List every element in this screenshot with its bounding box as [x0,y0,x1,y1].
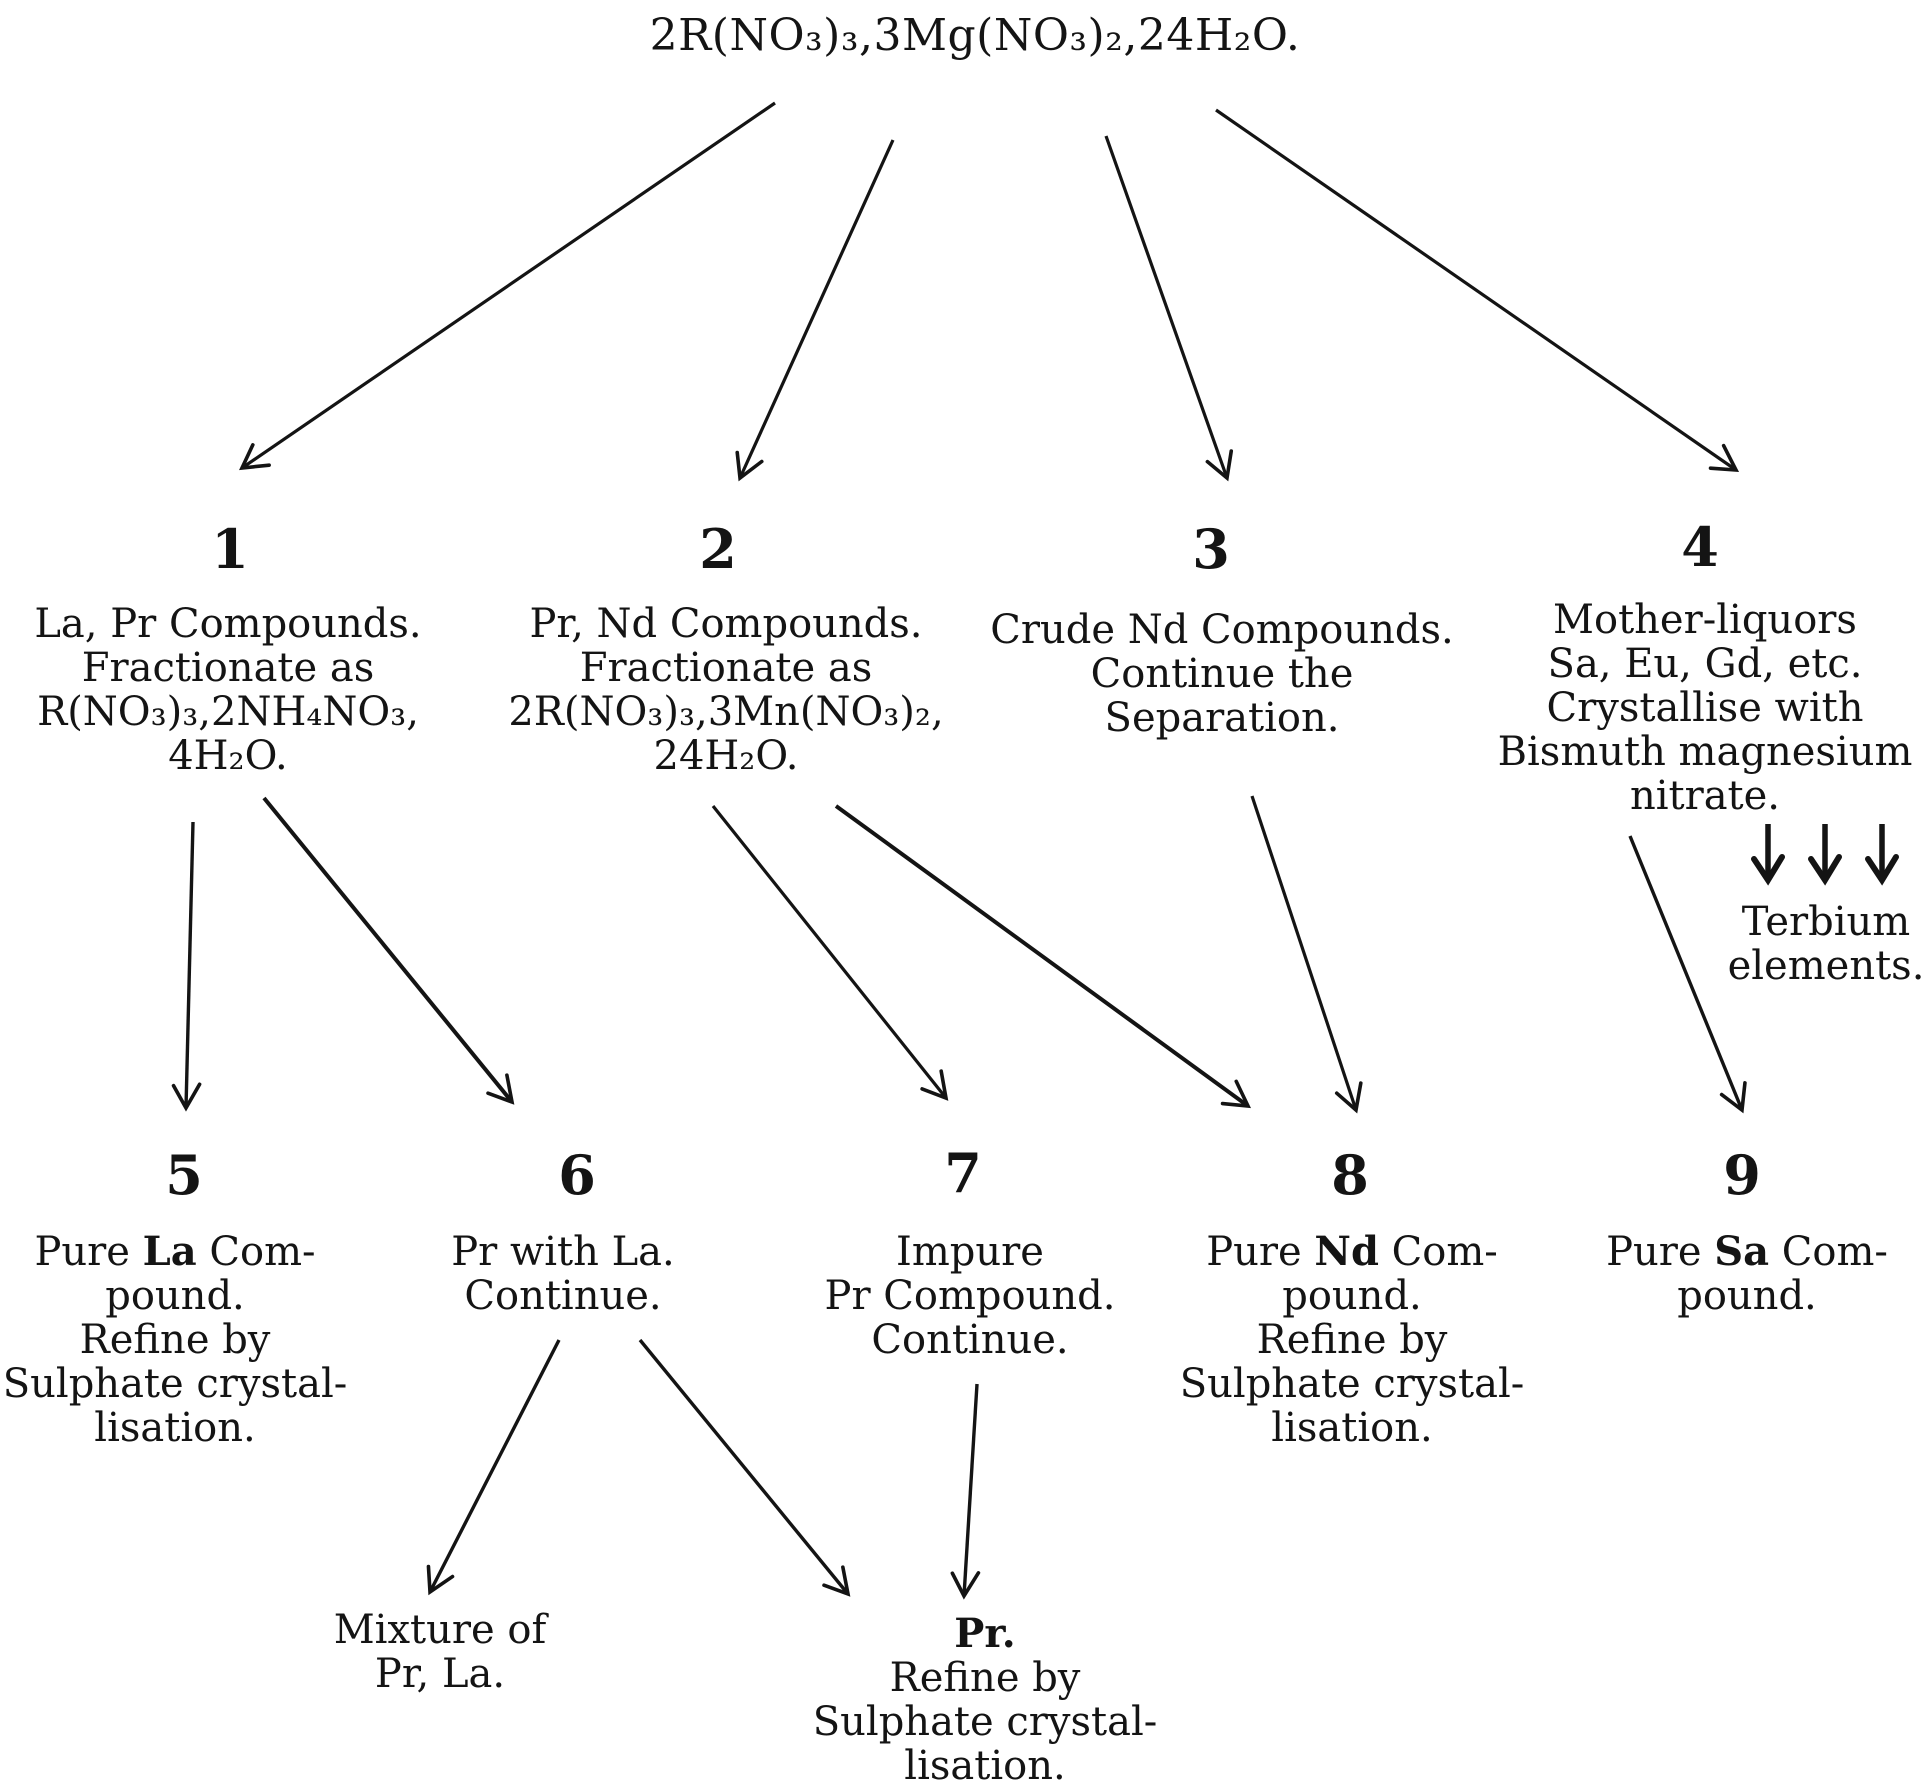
pr-result-element: Pr. [954,1610,1016,1657]
node-4-line-5: nitrate. [1629,773,1781,819]
node-9-line-1-post: Com- [1769,1229,1888,1275]
node-1-line-2: Fractionate as [81,645,375,691]
node-4-line-3: Crystallise with [1546,685,1864,731]
node-3-number: 3 [1192,517,1230,581]
arrow-7-to-pr [950,1383,981,1600]
node-1-line-4: 4H₂O. [168,733,288,779]
node-2-line-3: 2R(NO₃)₃,3Mn(NO₃)₂, [508,689,944,735]
mixture-text: Mixture of Pr, La. [334,1608,547,1696]
node-7-line-1: Impure [896,1229,1044,1275]
node-7-text: Impure Pr Compound. Continue. [825,1230,1116,1362]
terbium-line-1: Terbium [1741,899,1911,945]
node-8-line-1-pre: Pure [1206,1229,1315,1275]
node-3-line-3: Separation. [1104,695,1340,741]
node-2-line-2: Fractionate as [579,645,873,691]
node-1-text: La, Pr Compounds. Fractionate as R(NO₃)₃… [34,602,421,778]
node-1-line-3: R(NO₃)₃,2NH₄NO₃, [37,689,419,735]
arrow-6-to-mixture [426,1339,561,1596]
node-6-line-2: Continue. [464,1273,662,1319]
node-8-line-2: pound. [1282,1273,1422,1319]
node-5-line-1-post: Com- [196,1229,316,1275]
arrow-1-to-6 [262,796,515,1105]
arrow-3-to-8 [1250,795,1363,1114]
pr-result-line-4: lisation. [904,1743,1066,1789]
node-1-line-1: La, Pr Compounds. [34,601,422,647]
node-4-text: Mother-liquors Sa, Eu, Gd, etc. Crystall… [1498,598,1913,818]
node-3-line-2: Continue the [1090,651,1354,697]
arrow-4-to-9 [1628,835,1747,1114]
node-6-text: Pr with La. Continue. [451,1230,674,1318]
arrow-source-to-4 [1215,108,1740,473]
node-8-line-1: Pure Nd Com- [1180,1228,1525,1275]
node-5-line-4: Sulphate crystal- [2,1361,348,1407]
node-5-line-5: lisation. [94,1405,256,1451]
pr-result-line-3: Sulphate crystal- [812,1699,1158,1745]
node-1-number: 1 [211,517,249,581]
terbium-elements-label: Terbium elements. [1728,900,1925,988]
mixture-line-2: Pr, La. [374,1651,506,1697]
node-2-line-4: 24H₂O. [653,733,799,779]
terbium-line-2: elements. [1727,943,1925,989]
node-5-line-2: pound. [105,1273,245,1319]
node-8-line-5: lisation. [1271,1405,1433,1451]
node-9-line-1-pre: Pure [1606,1229,1715,1275]
node-4-line-4: Bismuth magnesium [1497,729,1913,775]
arrow-source-to-1 [239,101,776,471]
arrow-2-to-7 [711,805,949,1101]
node-9-line-2: pound. [1677,1273,1817,1319]
node-5-line-1-pre: Pure [34,1229,143,1275]
node-3-line-1: Crude Nd Compounds. [990,607,1454,653]
node-9-text: Pure Sa Com- pound. [1606,1228,1888,1319]
node-5-text: Pure La Com- pound. Refine by Sulphate c… [2,1228,348,1451]
node-4-line-1: Mother-liquors [1553,597,1857,643]
arrow-source-to-3 [1104,135,1234,482]
pr-result-line-2: Refine by [889,1655,1081,1701]
node-8-element: Nd [1314,1228,1379,1275]
arrow-1-to-5 [171,821,202,1112]
node-8-text: Pure Nd Com- pound. Refine by Sulphate c… [1179,1228,1525,1451]
arrow-2-to-8 [834,804,1251,1109]
node-5-line-3: Refine by [79,1317,271,1363]
node-8-line-3: Refine by [1256,1317,1448,1363]
node-9-element: Sa [1714,1228,1770,1275]
node-5-number: 5 [165,1143,203,1207]
mixture-line-1: Mixture of [333,1607,547,1653]
node-2-number: 2 [699,517,737,581]
node-5-line-1: Pure La Com- [3,1228,348,1275]
node-2-line-1: Pr, Nd Compounds. [529,601,923,647]
node-4-line-2: Sa, Eu, Gd, etc. [1547,641,1863,687]
pr-result-text: Pr. Refine by Sulphate crystal- lisation… [812,1612,1158,1789]
node-9-number: 9 [1723,1143,1761,1207]
node-2-text: Pr, Nd Compounds. Fractionate as 2R(NO₃)… [508,602,943,778]
node-7-number: 7 [944,1141,982,1205]
node-8-number: 8 [1331,1143,1369,1207]
node-5-element: La [142,1228,197,1275]
pr-result-title: Pr. [813,1612,1158,1656]
node-6-number: 6 [558,1143,596,1207]
node-7-line-2: Pr Compound. [824,1273,1116,1319]
node-4-number: 4 [1681,515,1719,579]
node-3-text: Crude Nd Compounds. Continue the Separat… [990,608,1453,740]
node-6-line-1: Pr with La. [451,1229,675,1275]
source-compound-title: 2R(NO₃)₃,3Mg(NO₃)₂,24H₂O. [649,10,1301,61]
node-9-line-1: Pure Sa Com- [1606,1228,1888,1275]
node-8-line-1-post: Com- [1378,1229,1498,1275]
node-8-line-4: Sulphate crystal- [1179,1361,1525,1407]
arrow-source-to-2 [735,139,895,482]
node-7-line-3: Continue. [871,1317,1069,1363]
arrow-6-to-pr [638,1338,851,1597]
